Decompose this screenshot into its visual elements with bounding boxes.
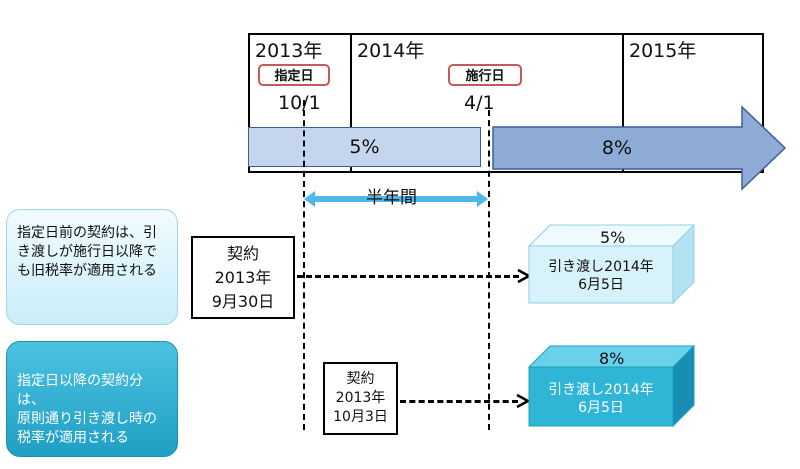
year-label-2014: 2014年: [357, 40, 425, 62]
old-rate-label: 5%: [349, 136, 380, 158]
designation-date: 10/1: [278, 92, 321, 114]
case2-delivery-rate: 8%: [599, 349, 625, 368]
case2-arrow-head: [516, 393, 531, 409]
enforcement-date-tag: 施行日: [448, 64, 522, 86]
case2-contract-date: 10月3日: [333, 409, 388, 425]
year-label-2013: 2013年: [255, 40, 323, 62]
year-label-2015: 2015年: [629, 40, 697, 62]
case2-description: 指定日以降の契約分は、 原則通り引き渡し時の 税率が適用される: [6, 341, 178, 457]
case1-contract-box: 契約 2013年 9月30日: [191, 236, 295, 319]
new-rate-label: 8%: [601, 137, 633, 159]
case1-description-line3: も旧税率が適用される: [17, 263, 157, 279]
case1-description: 指定日前の契約は、引 き渡しが施行日以降で も旧税率が適用される: [6, 209, 178, 325]
enforcement-date: 4/1: [464, 92, 495, 114]
case2-delivery-line1: 引き渡し2014年: [548, 382, 654, 398]
year-divider-2015: [622, 33, 624, 173]
year-divider-2014: [350, 33, 352, 173]
case1-description-line1: 指定日前の契約は、引: [17, 225, 157, 241]
case1-delivery-text: 引き渡し2014年 6月5日: [529, 258, 673, 294]
case1-delivery-line2: 6月5日: [578, 277, 624, 293]
case1-contract-year: 2013年: [214, 268, 272, 287]
case1-contract-title: 契約: [226, 244, 259, 263]
enforcement-date-line: [488, 110, 490, 430]
case2-description-line3: 税率が適用される: [17, 430, 129, 446]
designation-date-tag: 指定日: [258, 64, 330, 86]
case1-delivery-line1: 引き渡し2014年: [548, 259, 654, 275]
case2-description-line1: 指定日以降の契約分は、: [17, 373, 143, 408]
case2-delivery-text: 引き渡し2014年 6月5日: [529, 381, 673, 417]
half-year-label: 半年間: [366, 188, 417, 208]
case2-arrow-line: [400, 400, 518, 403]
old-rate-period: 5%: [248, 127, 481, 167]
half-year-arrow: [304, 191, 488, 207]
case1-delivery-box: [528, 224, 696, 305]
new-rate-arrow: [492, 105, 787, 191]
case1-contract-date: 9月30日: [211, 292, 275, 311]
case2-delivery-box: [528, 345, 696, 428]
case1-delivery-rate: 5%: [600, 228, 626, 247]
case1-description-line2: き渡しが施行日以降で: [17, 244, 157, 260]
case2-description-line2: 原則通り引き渡し時の: [17, 411, 157, 427]
case2-contract-year: 2013年: [335, 390, 386, 406]
designation-date-line: [303, 100, 305, 430]
case2-contract-box: 契約 2013年 10月3日: [323, 362, 398, 435]
case2-delivery-line2: 6月5日: [578, 400, 624, 416]
case2-contract-title: 契約: [346, 371, 375, 387]
timeline-frame: [248, 33, 764, 173]
case1-arrow-line: [297, 275, 519, 278]
